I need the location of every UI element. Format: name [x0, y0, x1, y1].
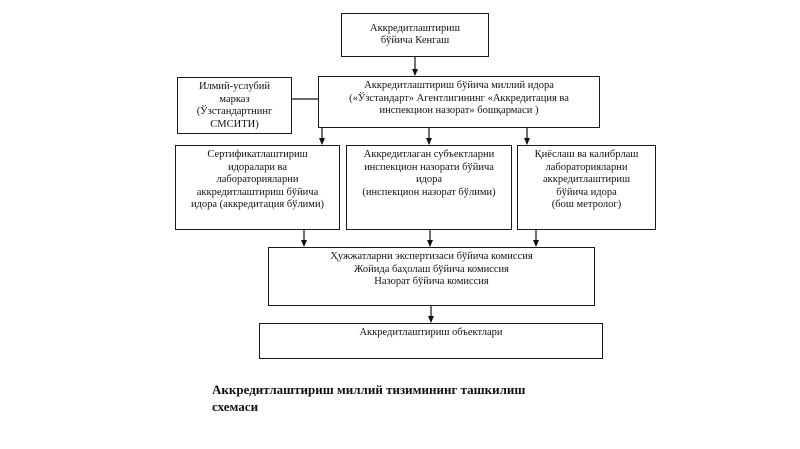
node-accreditation-council: Аккредитлаштириш бўйича Кенгаш [341, 13, 489, 57]
node-research-center-line-1: Илмий-услубий [198, 81, 271, 92]
node-calibration-labs-accreditation: Қиёслаш ва калибрлаш лабораторияларни ак… [517, 145, 656, 230]
node-inspection-control: Аккредитлаган субъектларни инспекцион на… [346, 145, 512, 230]
node-cert-labs-line-5: идора (аккредитация бўлими) [190, 199, 325, 210]
node-cert-labs-line-3: лабораторияларни [216, 174, 299, 185]
node-research-center-line-2: марказ [219, 93, 250, 105]
node-commissions: Ҳужжатларни экспертизаси бўйича комиссия… [268, 247, 595, 306]
node-inspection-line-1: Аккредитлаган субъектларни [363, 149, 495, 160]
node-cert-labs-line-2: идоралари ва [227, 161, 288, 173]
caption-line-1: Аккредитлаштириш миллий тизимининг ташки… [212, 382, 526, 397]
node-national-body-line-2: («Ўзстандарт» Агентлигининг «Аккредитаци… [349, 92, 569, 104]
node-calibration-line-5: (бош метролог) [551, 199, 622, 210]
node-calibration-line-2: лабораторияларни [545, 161, 628, 173]
node-inspection-line-4: (инспекцион назорат бўлими) [362, 186, 496, 198]
diagram-caption: Аккредитлаштириш миллий тизимининг ташки… [212, 381, 632, 415]
node-national-body-line-1: Аккредитлаштириш бўйича миллий идора [364, 80, 554, 91]
node-calibration-line-4: бўйича идора [556, 186, 617, 198]
node-objects-line-1: Аккредитлаштириш объектлари [359, 327, 503, 338]
node-calibration-line-3: аккредитлаштириш [542, 174, 631, 185]
node-commissions-line-3: Назорат бўйича комиссия [374, 276, 489, 287]
node-research-methodology-center: Илмий-услубий марказ (Ўзстандартнинг СМС… [177, 77, 292, 134]
node-calibration-line-1: Қиёслаш ва калибрлаш [534, 149, 639, 160]
node-inspection-line-3: идора [415, 174, 443, 185]
node-cert-labs-line-4: аккредитлаштириш бўйича [196, 186, 319, 198]
node-research-center-line-4: СМСИТИ) [210, 118, 259, 130]
node-certification-labs-accreditation: Сертификатлаштириш идоралари ва лаборато… [175, 145, 340, 230]
node-national-accreditation-body: Аккредитлаштириш бўйича миллий идора («Ў… [318, 76, 600, 128]
node-commissions-line-2: Жойида баҳолаш бўйича комиссия [353, 263, 509, 275]
node-research-center-line-3: (Ўзстандартнинг [196, 106, 273, 117]
node-accreditation-objects: Аккредитлаштириш объектлари [259, 323, 603, 359]
node-national-body-line-3: инспекцион назорат» бошқармаси ) [379, 105, 539, 116]
caption-line-2: схемаси [212, 399, 259, 414]
node-commissions-line-1: Ҳужжатларни экспертизаси бўйича комиссия [330, 251, 533, 262]
node-accreditation-council-line-1: Аккредитлаштириш [370, 22, 460, 34]
node-accreditation-council-line-2: бўйича Кенгаш [380, 35, 450, 46]
node-inspection-line-2: инспекцион назорати бўйича [364, 161, 494, 173]
node-cert-labs-line-1: Сертификатлаштириш [207, 149, 308, 160]
